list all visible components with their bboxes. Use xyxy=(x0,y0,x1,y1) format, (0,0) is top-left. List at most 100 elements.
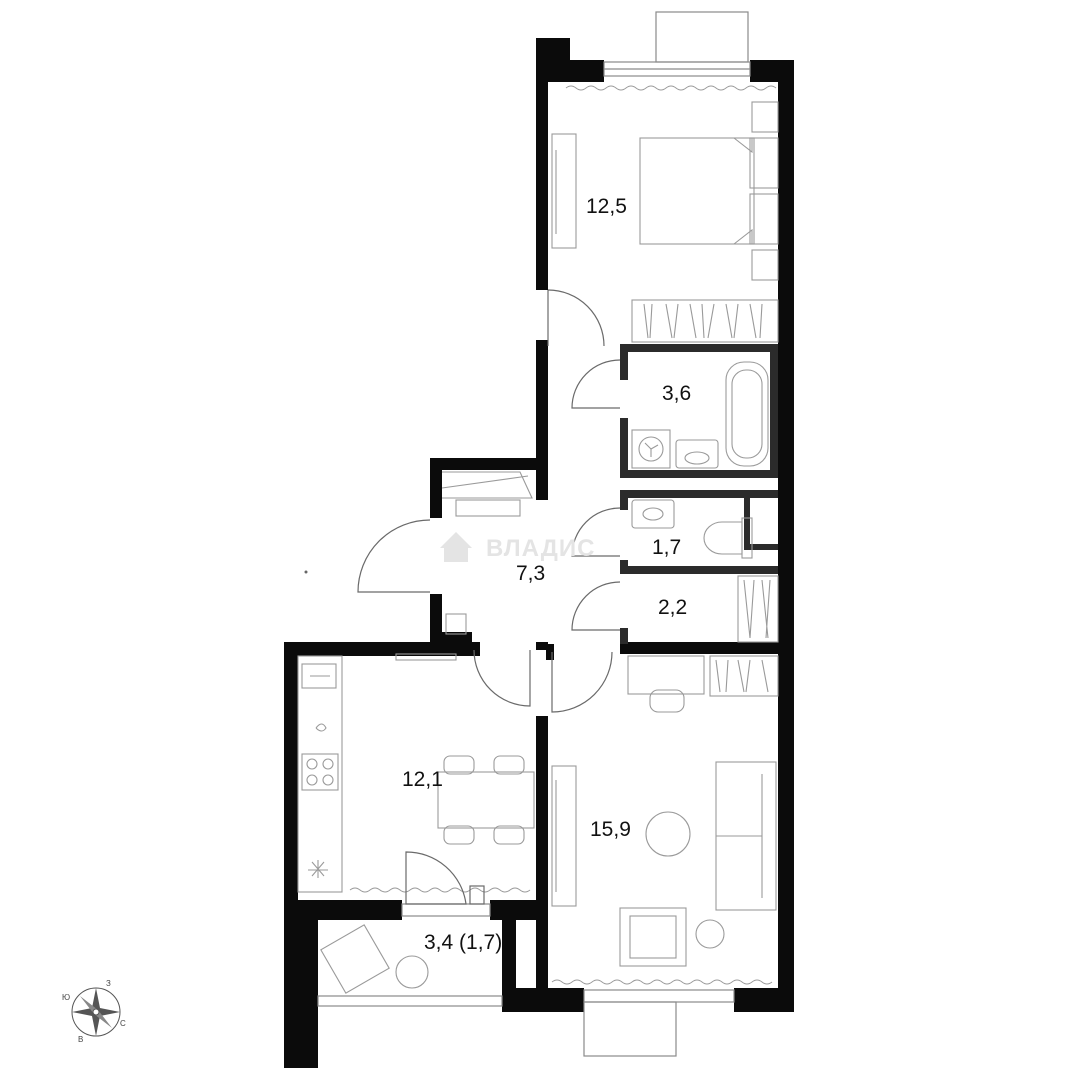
top-wall-right xyxy=(750,60,794,82)
kitchen-radiator xyxy=(395,653,457,661)
kitchen-faucet xyxy=(315,723,327,732)
balcony-right-wall xyxy=(502,912,516,1012)
balcony-door-arc xyxy=(405,851,467,905)
chair-4 xyxy=(493,825,525,845)
niche-top-wall xyxy=(430,458,536,470)
chair-3 xyxy=(443,825,475,845)
bath-top-wall xyxy=(620,344,778,352)
watermark-house-icon xyxy=(440,532,472,562)
living-coffee-table xyxy=(645,811,691,857)
living-top-wall xyxy=(620,642,794,654)
hall-shoe-shelf xyxy=(455,499,521,517)
bedroom-area: 12,5 xyxy=(586,195,627,218)
side-table xyxy=(695,919,725,949)
balcony-chair xyxy=(320,924,390,994)
toilet-bottom-wall xyxy=(620,566,778,574)
kitchen-curtain xyxy=(349,887,531,893)
hall-upper-right-wall xyxy=(536,340,548,500)
windows xyxy=(317,11,751,1057)
bed xyxy=(639,137,755,245)
storage-shelves xyxy=(737,575,779,643)
storage-area: 2,2 xyxy=(658,596,687,619)
living-ac-box xyxy=(583,1001,677,1057)
kitchen-window xyxy=(401,903,491,917)
toilet-door-arc xyxy=(571,507,621,557)
kitchen-top-wall xyxy=(284,642,480,656)
living-window xyxy=(583,989,735,1003)
living-bottom-wall-right xyxy=(734,988,794,1012)
curtains xyxy=(349,85,777,985)
bedroom-door-arc xyxy=(547,289,605,347)
watermark: ВЛАДИС xyxy=(440,532,595,562)
kitchen-table xyxy=(437,771,535,829)
bed-pillow-1 xyxy=(749,137,779,189)
living-wardrobe xyxy=(551,765,577,907)
hall-left-lower-wall xyxy=(430,594,442,642)
nightstand-top xyxy=(751,101,779,133)
balcony-glazing xyxy=(317,995,503,1007)
shaft-bottom-wall xyxy=(744,544,778,550)
balcony-left-wall xyxy=(284,912,318,1068)
kitchen-left-wall xyxy=(284,642,298,912)
bath-bottom-wall xyxy=(620,470,778,478)
compass-label-n: З xyxy=(106,979,111,988)
storage-door-arc xyxy=(571,581,621,631)
inner-walls xyxy=(620,344,778,644)
niche-left-wall xyxy=(430,458,442,518)
living-bottom-wall-left xyxy=(502,988,584,1012)
top-wall-left xyxy=(536,60,604,82)
washing-machine xyxy=(631,429,671,469)
entrance-door-arc xyxy=(357,519,431,593)
kitchen-door-arc xyxy=(473,649,531,707)
watermark-text: ВЛАДИС xyxy=(486,535,595,562)
desk xyxy=(627,655,705,695)
living-curtain xyxy=(551,979,773,985)
living-door-arc xyxy=(551,651,613,713)
living-room-area: 15,9 xyxy=(590,818,631,841)
bath-left-wall-upper xyxy=(620,344,628,380)
nightstand-bottom xyxy=(751,249,779,281)
toilet-top-wall xyxy=(620,490,778,498)
coat-rack xyxy=(442,471,533,499)
bed-pillow-2 xyxy=(749,193,779,245)
hall-bottom-left-wall xyxy=(430,632,472,644)
bath-left-wall-lower xyxy=(620,418,628,476)
toilet-area: 1,7 xyxy=(652,536,681,559)
hall-area: 7,3 xyxy=(516,562,545,585)
bedroom-closet xyxy=(631,299,779,343)
kitchen-counter xyxy=(297,655,343,893)
bedroom-curtain xyxy=(565,85,777,91)
hall-stand xyxy=(445,613,467,635)
bedroom-ac-box xyxy=(655,11,749,63)
bathroom-door-arc xyxy=(571,359,621,409)
balcony-area: 3,4 (1,7) xyxy=(424,931,502,954)
bedroom-wardrobe xyxy=(551,133,577,249)
compass-label-e: С xyxy=(120,1019,126,1028)
bath-right-wall xyxy=(770,344,778,478)
balcony-table xyxy=(395,955,429,989)
toilet-room-sink xyxy=(631,499,675,529)
doors xyxy=(357,289,621,905)
desk-chair xyxy=(649,689,685,713)
chair-1 xyxy=(443,755,475,775)
toilet-bowl xyxy=(703,521,743,555)
walls xyxy=(284,38,794,1068)
right-outer-wall xyxy=(778,60,794,990)
partition-cap xyxy=(546,644,554,660)
compass: Ю З С В xyxy=(62,979,126,1044)
kitchen-sink xyxy=(301,663,337,689)
bedroom-left-wall xyxy=(536,60,548,290)
partition-top xyxy=(536,642,548,650)
living-shelf xyxy=(709,655,779,697)
cooktop xyxy=(301,753,339,791)
bathroom-area: 3,6 xyxy=(662,382,691,405)
compass-label-s: В xyxy=(78,1035,83,1044)
furniture xyxy=(297,101,779,994)
compass-label-w: Ю xyxy=(62,993,70,1002)
chair-2 xyxy=(493,755,525,775)
stray-dot xyxy=(304,570,308,574)
storage-left-wall-lower xyxy=(620,628,628,644)
kitchen-area: 12,1 xyxy=(402,768,443,791)
kitchen-living-partition xyxy=(536,716,548,992)
kitchen-fan-icon xyxy=(308,860,328,878)
